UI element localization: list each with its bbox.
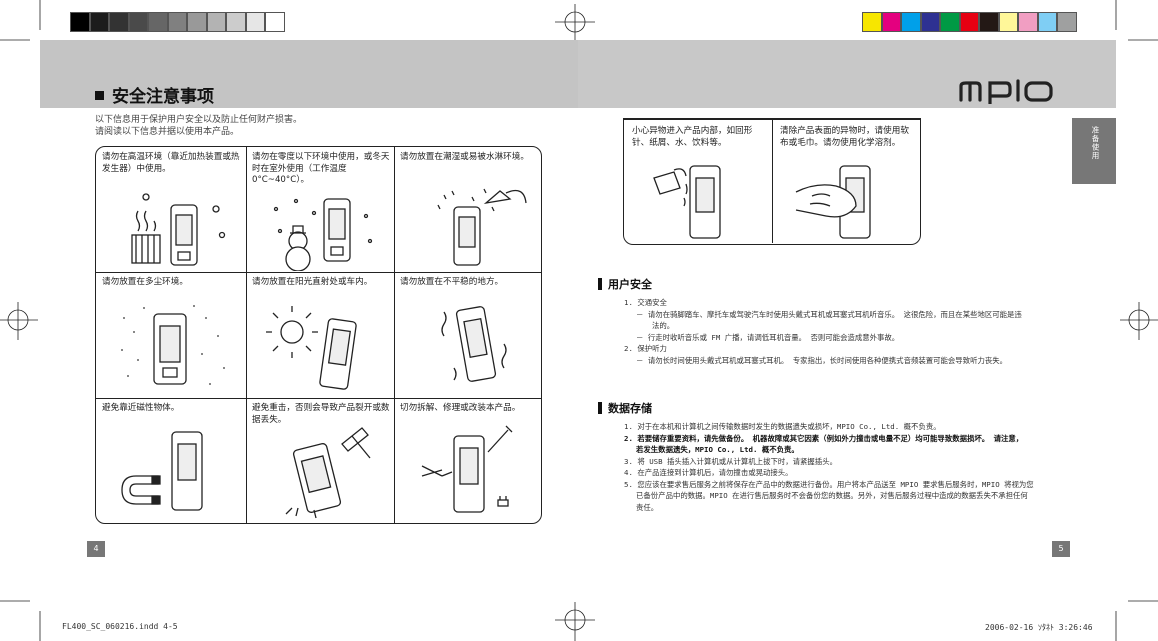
foreign-objects-text: 小心异物进入产品内部，如回形针、纸屑、水、饮料等。: [632, 126, 753, 148]
grid-cell-sun: 请勿放置在阳光直射处或车内。: [246, 272, 394, 398]
color-swatch: [89, 12, 109, 32]
sun-icon: [266, 306, 357, 390]
grid-divider: [96, 272, 541, 273]
side-tab-label: 准备使用: [1091, 126, 1100, 160]
mpio-logo-icon: [959, 79, 1053, 104]
snowman-icon: [273, 198, 373, 271]
color-swatch: [167, 12, 187, 32]
clean-surface-text: 清除产品表面的异物时，请使用软布或毛巾。请勿使用化学溶剂。: [780, 126, 909, 148]
color-swatch: [206, 12, 226, 32]
list-item: 3. 将 USB 插头插入计算机或从计算机上拔下时，请紧握插头。: [624, 456, 837, 466]
cell-text: 请勿放置在多尘环境。: [102, 277, 188, 287]
data-storage-heading: 数据存储: [598, 400, 652, 416]
cell-text: 切勿拆解、修理或改装本产品。: [400, 403, 521, 413]
color-bar: [862, 12, 1077, 32]
cell-text: 请勿放置在不平稳的地方。: [400, 277, 504, 287]
side-tab: 准备使用: [1072, 118, 1116, 184]
color-swatch: [226, 12, 246, 32]
color-swatch: [148, 12, 168, 32]
page-number-right: 5: [1052, 541, 1070, 557]
page-number-left: 4: [87, 541, 105, 557]
list-item: － 请勿长时间使用头戴式耳机或耳塞式耳机。 专家指出，长时间使用各种便携式音频装…: [636, 355, 1008, 365]
color-swatch: [901, 12, 921, 32]
intro-text: 以下信息用于保护用户安全以及防止任何财产损害。 请阅读以下信息并据以使用本产品。: [95, 114, 302, 138]
foreign-objects-box: 小心异物进入产品内部，如回形针、纸屑、水、饮料等。 清除产品表面的异物时，请使用…: [623, 118, 921, 245]
color-swatch: [1037, 12, 1057, 32]
color-swatch: [70, 12, 90, 32]
color-swatch: [109, 12, 129, 32]
cell-text: 避免重击，否则会导致产品裂开或数据丢失。: [252, 403, 390, 425]
color-swatch: [979, 12, 999, 32]
grid-cell-dust: 请勿放置在多尘环境。: [96, 272, 246, 398]
grid-cell-wet: 请勿放置在潮湿或易被水淋环境。: [394, 147, 541, 272]
color-swatch: [265, 12, 285, 32]
list-item: － 行走时收听音乐或 FM 广播，请调低耳机音量。 否则可能会造成意外事故。: [636, 332, 900, 342]
list-item: 5. 您应该在要求售后服务之前将保存在产品中的数据进行备份。用户将本产品送至 M…: [624, 479, 1034, 489]
color-swatch: [862, 12, 882, 32]
safety-grid: 请勿在高温环境（靠近加热装置或热发生器）中使用。 请勿在零度以下环境中使用，或冬…: [95, 146, 542, 524]
intro-line: 以下信息用于保护用户安全以及防止任何财产损害。: [95, 115, 303, 125]
color-swatch: [1057, 12, 1077, 32]
cell-text: 避免靠近磁性物体。: [102, 403, 180, 413]
cloth-wipe-icon: [795, 165, 871, 239]
grid-divider: [246, 147, 247, 523]
square-bullet-icon: [95, 90, 104, 100]
grid-divider: [96, 398, 541, 399]
page-title: 安全注意事项: [95, 82, 214, 107]
cell-text: 请勿放置在潮湿或易被水淋环境。: [400, 152, 529, 162]
color-swatch: [920, 12, 940, 32]
list-item: 已备份产品中的数据。MPIO 在进行售后服务时不会备份您的数据。另外，对售后服务…: [636, 491, 1028, 500]
color-swatch: [128, 12, 148, 32]
section-bar-icon: [598, 278, 602, 290]
color-swatch: [940, 12, 960, 32]
color-swatch: [187, 12, 207, 32]
footer-filename: FL400_SC_060216.indd 4-5: [62, 622, 178, 631]
grid-cell-magnet: 避免靠近磁性物体。: [96, 398, 246, 523]
heater-icon: [131, 193, 226, 266]
grayscale-bar: [70, 12, 285, 32]
color-swatch: [1018, 12, 1038, 32]
color-swatch: [998, 12, 1018, 32]
list-item: 1. 交通安全: [624, 298, 667, 307]
page-title-text: 安全注意事项: [112, 87, 214, 107]
magnet-icon: [121, 431, 203, 511]
user-safety-heading: 用户安全: [598, 276, 652, 292]
cell-text: 请勿在高温环境（靠近加热装置或热发生器）中使用。: [102, 152, 240, 174]
grid-cell-impact: 避免重击，否则会导致产品裂开或数据丢失。: [246, 398, 394, 523]
cell-text: 请勿在零度以下环境中使用，或冬天时在室外使用（工作温度 0°C~40°C）。: [252, 152, 390, 185]
color-swatch: [881, 12, 901, 32]
list-item: 责任。: [636, 502, 659, 512]
data-storage-list: 1. 对于在本机和计算机之间传输数据时发生的数据遗失或损坏，MPIO Co., …: [624, 421, 1034, 513]
intro-line: 请阅读以下信息并据以使用本产品。: [95, 127, 240, 137]
section-bar-icon: [598, 402, 602, 414]
hammer-icon: [285, 427, 371, 519]
list-item: 法的。: [652, 321, 675, 330]
tools-icon: [421, 425, 513, 513]
list-item: 2. 保护听力: [624, 344, 667, 353]
cell-text: 请勿放置在阳光直射处或车内。: [252, 277, 373, 287]
list-item: － 请勿在骑脚踏车、摩托车或驾驶汽车时使用头戴式耳机或耳塞式耳机听音乐。 这很危…: [636, 309, 1022, 319]
list-item: 4. 在产品连接到计算机后，请勿撞击或晃动接头。: [624, 468, 793, 477]
data-storage-heading-text: 数据存储: [608, 402, 652, 415]
box-divider: [772, 118, 773, 243]
color-swatch: [245, 12, 265, 32]
user-safety-list: 1. 交通安全 － 请勿在骑脚踏车、摩托车或驾驶汽车时使用头戴式耳机或耳塞式耳机…: [624, 297, 1022, 366]
grid-cell-disassemble: 切勿拆解、修理或改装本产品。: [394, 398, 541, 523]
grid-divider: [394, 147, 395, 523]
list-item: 1. 对于在本机和计算机之间传输数据时发生的数据遗失或损坏，MPIO Co., …: [624, 422, 941, 431]
shower-icon: [437, 188, 527, 266]
header-band: [40, 40, 1116, 108]
user-safety-heading-text: 用户安全: [608, 278, 652, 291]
grid-cell-unstable: 请勿放置在不平稳的地方。: [394, 272, 541, 398]
list-item: 2. 若要储存重要资料，请先做备份。 机器故障或其它因素（例如外力撞击或电量不足…: [624, 433, 1024, 443]
color-swatch: [959, 12, 979, 32]
water-splash-icon: [653, 165, 721, 239]
footer-timestamp: 2006-02-16 ｿﾀﾈﾄ 3:26:46: [985, 623, 1093, 632]
vibration-icon: [441, 306, 507, 382]
grid-cell-cold: 请勿在零度以下环境中使用，或冬天时在室外使用（工作温度 0°C~40°C）。: [246, 147, 394, 272]
grid-cell-heat: 请勿在高温环境（靠近加热装置或热发生器）中使用。: [96, 147, 246, 272]
dust-icon: [121, 305, 225, 385]
list-item: 若发生数据遗失，MPIO Co., Ltd. 概不负责。: [636, 445, 799, 454]
